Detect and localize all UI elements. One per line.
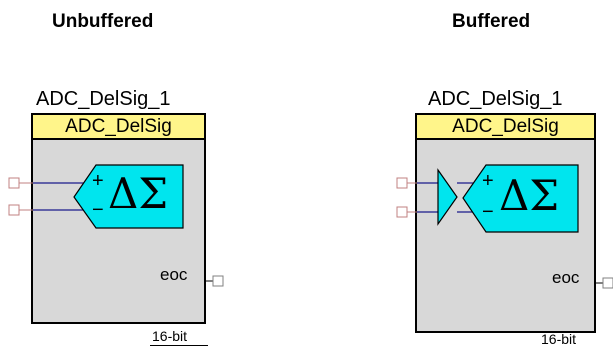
input-terminal-plus: [396, 177, 408, 189]
block-graphics: [396, 164, 613, 289]
delta-sigma-modulator: [462, 164, 579, 233]
minus-sign: −: [482, 201, 494, 223]
input-terminal-minus: [8, 204, 20, 216]
adc-block-unbuffered[interactable]: ADC_DelSig_1 ADC_DelSig + − ΔΣ eoc 16-bi…: [0, 0, 300, 349]
output-pin-label: eoc: [160, 265, 188, 284]
minus-sign: −: [92, 199, 104, 221]
delta-sigma-modulator: [73, 164, 184, 229]
input-terminal-plus: [8, 177, 20, 189]
output-terminal-eoc: [212, 275, 224, 287]
input-buffer: [437, 168, 458, 226]
output-terminal-eoc: [602, 277, 613, 289]
block-graphics: [8, 164, 224, 287]
adc-block-buffered[interactable]: ADC_DelSig_1 ADC_DelSig + − ΔΣ eoc 16-bi…: [300, 0, 613, 349]
output-pin-label: eoc: [552, 268, 580, 287]
delta-sigma-symbol: ΔΣ: [499, 171, 560, 220]
instance-name: ADC_DelSig_1: [428, 88, 563, 110]
instance-name: ADC_DelSig_1: [36, 88, 171, 110]
heading-buffered: Buffered: [452, 11, 531, 32]
resolution-label: 16-bit: [541, 331, 577, 347]
resolution-label: 16-bit: [152, 328, 188, 344]
input-terminal-minus: [396, 206, 408, 218]
plus-sign: +: [482, 170, 494, 192]
plus-sign: +: [92, 170, 104, 192]
heading-unbuffered: Unbuffered: [52, 11, 154, 32]
delta-sigma-symbol: ΔΣ: [108, 169, 169, 218]
